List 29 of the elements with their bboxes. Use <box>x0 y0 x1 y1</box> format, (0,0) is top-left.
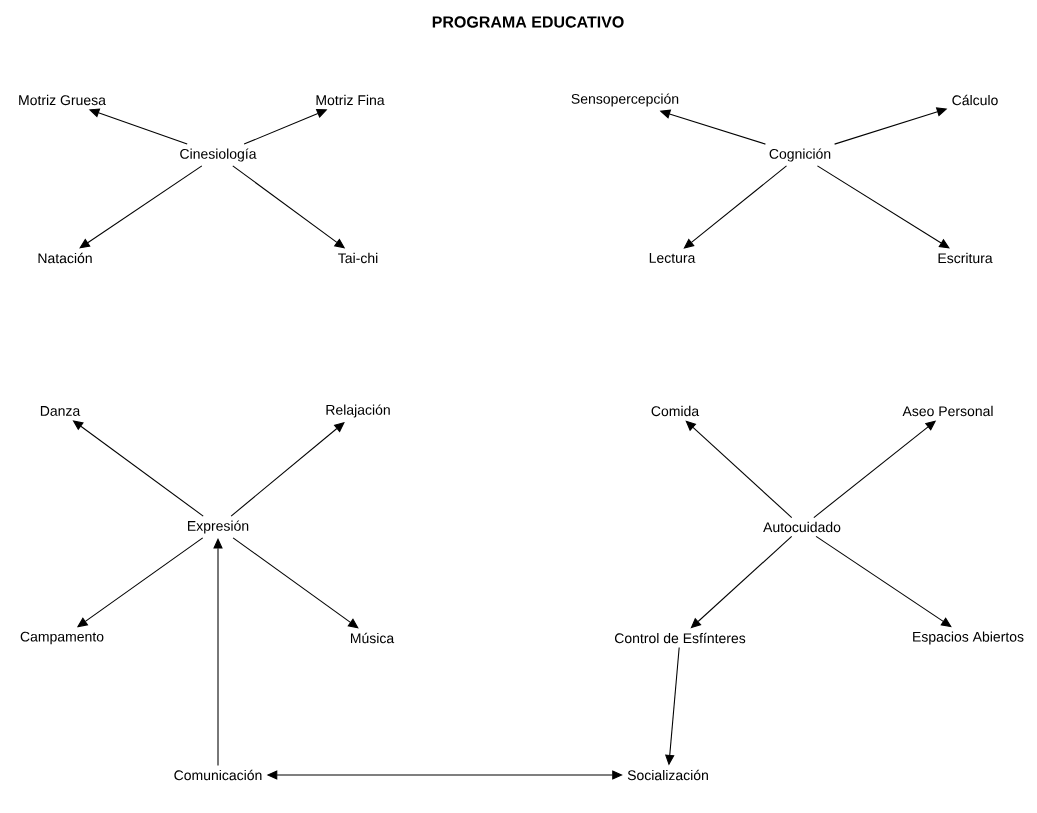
node-label: Cálculo <box>952 94 998 106</box>
node-label: Danza <box>40 406 81 416</box>
node-label: Comida <box>651 405 700 417</box>
node-label: Escritura <box>938 252 993 264</box>
node-label: Natación <box>38 252 92 264</box>
node-label: Motriz Gruesa <box>19 94 106 106</box>
node-label: Música <box>351 632 395 644</box>
arrow <box>685 420 793 519</box>
node-label: Tai-chi <box>338 252 378 264</box>
node-label: Expresión <box>188 520 249 534</box>
node-label: Espacios Abiertos <box>913 631 1024 645</box>
node-label: Socialización <box>627 769 708 781</box>
node-label: Sensopercepción <box>571 93 679 107</box>
arrow <box>683 165 788 249</box>
arrow <box>232 537 359 629</box>
node-label: Comunicación <box>174 769 262 781</box>
arrow <box>690 535 793 629</box>
node-label: Autocuidado <box>763 521 841 533</box>
arrow <box>79 165 203 249</box>
node-label: Aseo Personal <box>902 405 993 417</box>
node-label: Motriz Fina <box>316 94 385 106</box>
node-label: Lectura <box>649 253 696 263</box>
arrow <box>816 165 950 249</box>
node-label: Cinesiología <box>180 148 257 162</box>
node-label: Campamento <box>20 631 104 645</box>
node-label: Cognición <box>769 148 831 162</box>
node-label: Control de Esfínteres <box>614 632 746 644</box>
node-label: Relajación <box>326 404 390 418</box>
title: PROGRAMA EDUCATIVO <box>432 16 624 28</box>
